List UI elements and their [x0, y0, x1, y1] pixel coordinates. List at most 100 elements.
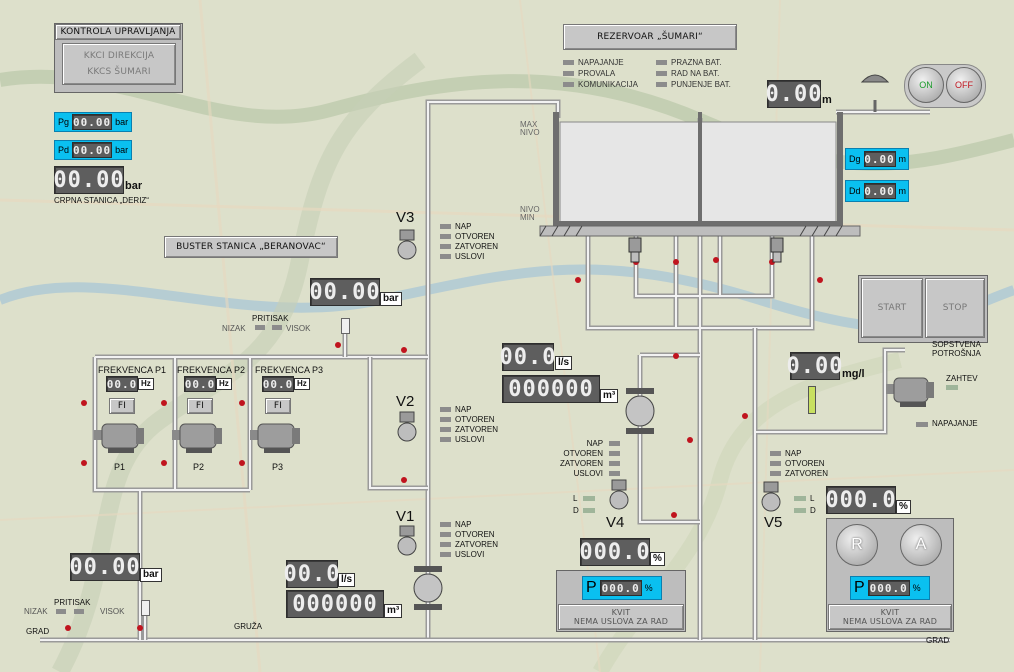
pd-label: Pd: [58, 145, 70, 155]
valve-v4-label: V4: [606, 514, 625, 531]
v5-p-label: P: [854, 579, 865, 596]
v3-state-uslovi: USLOVI: [455, 252, 485, 261]
control-mode-button[interactable]: KKCI DIREKCIJA KKCS ŠUMARI: [62, 43, 176, 85]
v1-state-uslovi: USLOVI: [455, 550, 485, 559]
pump2-freq-value: 00.0: [184, 376, 216, 392]
pump3-freq-value: 00.0: [262, 376, 294, 392]
valve-v5-icon[interactable]: [760, 480, 784, 516]
flow-left-rate: 00.0: [283, 560, 341, 588]
flow-left-rate-unit: l/s: [338, 573, 356, 587]
outlet-grad-label: GRAD: [926, 636, 950, 645]
zahtev-label: ZAHTEV: [946, 374, 978, 383]
reservoir-min-label: NIVO MIN: [520, 205, 540, 222]
v5-state-nap: NAP: [785, 449, 802, 458]
pg-unit: bar: [115, 117, 129, 127]
stop-button[interactable]: STOP: [925, 278, 985, 338]
pump3-label: P3: [272, 462, 284, 472]
v4-message: NEMA USLOVA ZA RAD: [573, 617, 669, 626]
inlet-nizak-indicator: [56, 609, 66, 614]
dd-label: Dd: [849, 186, 861, 196]
level-sensor-1-icon: [628, 237, 642, 263]
booster-pressure: 00.00: [309, 278, 381, 306]
reservoir-title[interactable]: REZERVOAR „ŠUMARI“: [563, 24, 737, 50]
pump2-fi-button[interactable]: FI: [187, 398, 213, 414]
v2-state-otvoren: OTVOREN: [455, 415, 495, 424]
v1-state-zatvoren: ZATVOREN: [455, 540, 498, 549]
start-button[interactable]: START: [861, 278, 923, 338]
valve-v5-states: NAP OTVOREN ZATVOREN: [770, 449, 828, 479]
v1-state-nap: NAP: [455, 520, 472, 529]
res-status-napajanje: NAPAJANJE: [578, 58, 624, 67]
control-title: KONTROLA UPRAVLJANJA: [55, 24, 181, 40]
v5-position-value: 000.0: [825, 486, 897, 514]
inlet-visok-label: VISOK: [100, 607, 125, 616]
flow-right-rate-unit: l/s: [555, 356, 573, 370]
pump1-freq-unit: Hz: [138, 378, 154, 390]
reservoir-level-unit: m: [822, 94, 832, 106]
res-status-rad: RAD NA BAT.: [671, 69, 720, 78]
pump-station-pressure: 00.00: [53, 166, 125, 194]
v2-state-zatvoren: ZATVOREN: [455, 425, 498, 434]
booster-pressure-unit: bar: [380, 292, 402, 306]
valve-v2-icon[interactable]: [396, 410, 420, 446]
valve-markers: [65, 257, 823, 631]
flow-left-total-unit: m³: [384, 604, 403, 618]
pump2-motor-icon[interactable]: [172, 418, 228, 454]
reservoir-max-label: MAX NIVO: [520, 120, 540, 137]
pump3-fi-button[interactable]: FI: [265, 398, 291, 414]
zahtev-indicator: [946, 385, 958, 390]
v4-kvit-button[interactable]: KVIT NEMA USLOVA ZA RAD: [558, 604, 684, 630]
booster-station-title[interactable]: BUSTER STANICA „BERANOVAC“: [164, 236, 338, 258]
inlet-gruza-label: GRUŽA: [234, 622, 262, 631]
power-off-button[interactable]: OFF: [946, 67, 982, 103]
valve-v3-icon[interactable]: [396, 228, 420, 264]
v5-a-button[interactable]: A: [900, 524, 942, 566]
v4-setpoint[interactable]: P 000.0 %: [582, 576, 662, 600]
v5-state-otvoren: OTVOREN: [785, 459, 825, 468]
reservoir-level-value: 0.00: [765, 80, 823, 108]
v5-d-label: D: [810, 506, 816, 515]
reservoir-status-left: NAPAJANJE PROVALA KOMUNIKACIJA: [563, 57, 638, 90]
valve-v4-icon[interactable]: [608, 478, 632, 514]
v5-r-button[interactable]: R: [836, 524, 878, 566]
v5-kvit-button[interactable]: KVIT NEMA USLOVA ZA RAD: [828, 604, 952, 630]
valve-v1-icon[interactable]: [396, 524, 420, 560]
chlorine-sensor-icon: [808, 386, 816, 414]
booster-visok-label: VISOK: [286, 324, 311, 333]
consumption-pump-icon[interactable]: [886, 372, 942, 408]
consumption-label: SOPSTVENA POTROŠNJA: [932, 340, 981, 358]
v4-position-unit: %: [650, 552, 665, 566]
pg-display: Pg 00.00 bar: [54, 112, 132, 132]
v5-setpoint[interactable]: P 000.0 %: [850, 576, 930, 600]
pump1-motor-icon[interactable]: [94, 418, 150, 454]
dg-label: Dg: [849, 154, 861, 164]
inlet-pressure: 00.00: [69, 553, 141, 581]
pump1-freq-value: 00.0: [106, 376, 138, 392]
level-sensor-2-icon: [770, 237, 784, 263]
inlet-visok-indicator: [74, 609, 84, 614]
booster-pressure-sensor-icon: [341, 318, 350, 334]
valve-v1-label: V1: [396, 508, 415, 525]
dg-value: 0.00: [863, 151, 896, 167]
pg-value: 00.00: [72, 114, 113, 130]
pump-station-name: CRPNA STANICA „DERIZ“: [54, 196, 149, 205]
v4-state-zatvoren: ZATVOREN: [560, 459, 603, 468]
booster-pritisak-label: PRITISAK: [252, 314, 289, 323]
dd-display: Dd 0.00 m: [845, 180, 909, 202]
v4-p-value: 000.0: [599, 580, 642, 596]
inlet-pressure-sensor-icon: [141, 600, 150, 616]
v5-message: NEMA USLOVA ZA RAD: [842, 617, 938, 626]
pump1-fi-button[interactable]: FI: [109, 398, 135, 414]
dd-unit: m: [898, 186, 907, 196]
power-on-button[interactable]: ON: [908, 67, 944, 103]
valve-v1-states: NAP OTVOREN ZATVOREN USLOVI: [440, 520, 498, 560]
pump3-freq-unit: Hz: [294, 378, 310, 390]
pump3-motor-icon[interactable]: [250, 418, 306, 454]
valve-v2-label: V2: [396, 393, 415, 410]
v5-d-indicator: [794, 508, 806, 513]
res-status-punjenje: PUNJENJE BAT.: [671, 80, 731, 89]
v4-position-value: 000.0: [579, 538, 651, 566]
v4-state-otvoren: OTVOREN: [563, 449, 603, 458]
booster-visok-indicator: [272, 325, 282, 330]
